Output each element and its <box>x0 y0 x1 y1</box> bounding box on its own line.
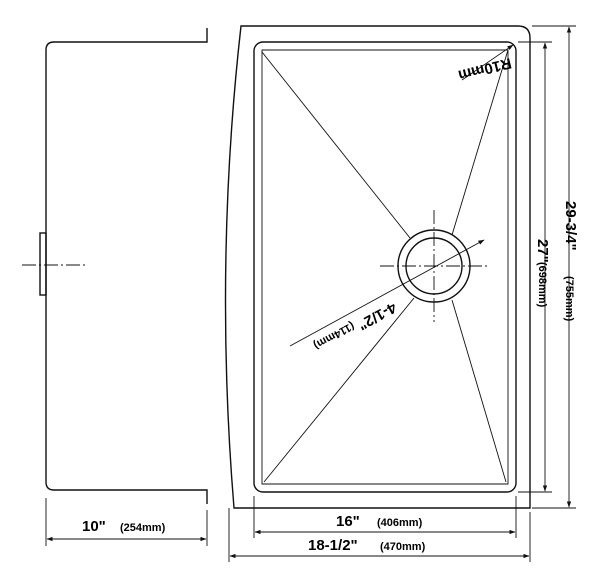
outer-flange-outline <box>224 25 531 509</box>
length-dimensions: 27" (698mm) 29-3/4" (755mm) <box>518 25 579 509</box>
outer-width-label: 18-1/2" <box>308 537 358 554</box>
slope-line-top-left <box>261 51 411 239</box>
outer-length-label: 29-3/4" <box>562 201 579 251</box>
drain-diameter-leader <box>289 239 485 347</box>
slope-line-bottom-right <box>451 299 507 483</box>
outer-width-mm-label: (470mm) <box>380 541 426 553</box>
inner-wall-edge <box>261 49 509 485</box>
side-profile-outline <box>45 28 208 504</box>
outer-length-mm-label: (755mm) <box>563 276 575 322</box>
side-depth-mm-label: (254mm) <box>120 522 166 534</box>
top-view: 4-1/2" (114mm) R10mm <box>224 25 531 509</box>
drain-diameter-label: 4-1/2" <box>355 298 399 333</box>
corner-radius-leader <box>461 44 514 81</box>
corner-radius-label: R10mm <box>456 54 513 84</box>
side-depth-label: 10" <box>82 518 106 535</box>
slope-line-top-right <box>451 49 509 236</box>
slope-line-bottom-left <box>263 297 415 483</box>
width-dimensions: 16" (406mm) 18-1/2" (470mm) <box>228 496 531 562</box>
drain-diameter-mm-label: (114mm) <box>311 319 356 351</box>
inner-width-mm-label: (406mm) <box>377 517 423 529</box>
drain-flange-side <box>39 232 47 296</box>
inner-length-label: 27" <box>534 239 551 263</box>
inner-width-label: 16" <box>336 513 360 530</box>
inner-length-mm-label: (698mm) <box>536 262 548 308</box>
inner-bowl-outline <box>253 41 517 493</box>
side-view: 10" (254mm) <box>22 28 208 546</box>
